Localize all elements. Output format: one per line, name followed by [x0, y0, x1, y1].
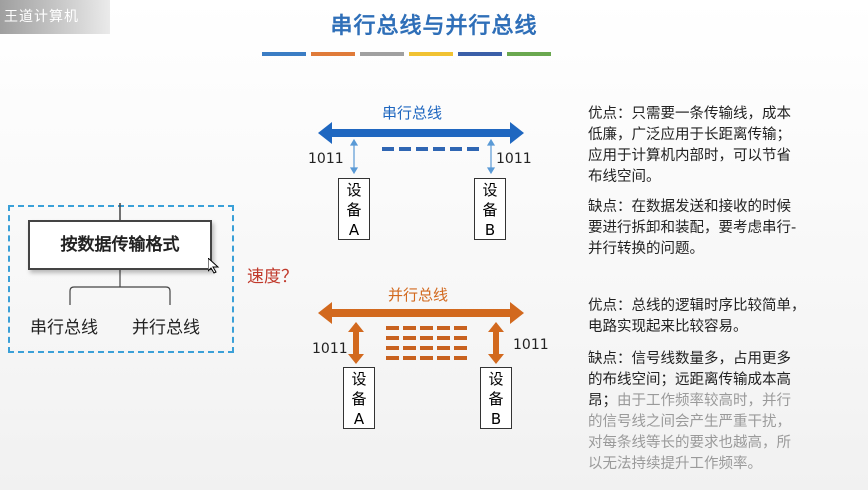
tree-connectors	[69, 203, 171, 305]
page-title: 串行总线与并行总线	[330, 14, 538, 39]
serial-left-bits: 1011	[308, 151, 344, 167]
speed-question-label: 速度？	[247, 267, 298, 287]
color-bar-3	[360, 52, 404, 56]
color-bar-6	[507, 52, 551, 56]
transfer-format-box: 按数据传输格式	[28, 220, 212, 270]
classification-frame	[8, 205, 234, 353]
serial-link-a	[349, 138, 359, 175]
parallel-link-b	[488, 322, 504, 364]
serial-pros-text: 优点：只需要一条传输线，成本低廉，广泛应用于长距离传输；应用于计算机内部时，可以…	[588, 106, 791, 185]
serial-bus-dashes	[382, 147, 479, 151]
color-bar-2	[311, 52, 355, 56]
watermark-logo: 王道计算机	[0, 0, 110, 34]
parallel-link-a	[348, 322, 364, 364]
serial-bus-diagram	[318, 122, 524, 175]
parallel-left-bits: 1011	[312, 341, 348, 357]
parallel-right-bits: 1011	[513, 337, 549, 353]
serial-right-bits: 1011	[496, 151, 532, 167]
tree-child-parallel: 并行总线	[132, 318, 200, 338]
serial-cons-text: 缺点：在数据发送和接收的时候要进行拆卸和装配，要考虑串行-并行转换的问题。	[588, 199, 797, 257]
serial-link-b	[486, 138, 496, 175]
parallel-cons-text: 缺点：信号线数量多，占用更多 的布线空间；远距离传输成本高 昂；由于工作频率较高…	[588, 351, 791, 472]
serial-bus-arrow	[318, 122, 524, 144]
parallel-bus-arrow	[318, 302, 524, 324]
color-bar-1	[262, 52, 306, 56]
tree-child-serial: 串行总线	[30, 318, 98, 338]
parallel-bus-diagram	[318, 302, 524, 364]
parallel-pros-text: 优点：总线的逻辑时序比较简单，电路实现起来比较容易。	[588, 298, 806, 335]
color-bar-5	[458, 52, 502, 56]
color-bar-4	[409, 52, 453, 56]
cursor-pointer-icon	[208, 258, 220, 274]
serial-bus-title: 串行总线	[382, 104, 443, 122]
parallel-bus-dashes	[386, 326, 467, 360]
parallel-bus-title: 并行总线	[388, 286, 449, 304]
